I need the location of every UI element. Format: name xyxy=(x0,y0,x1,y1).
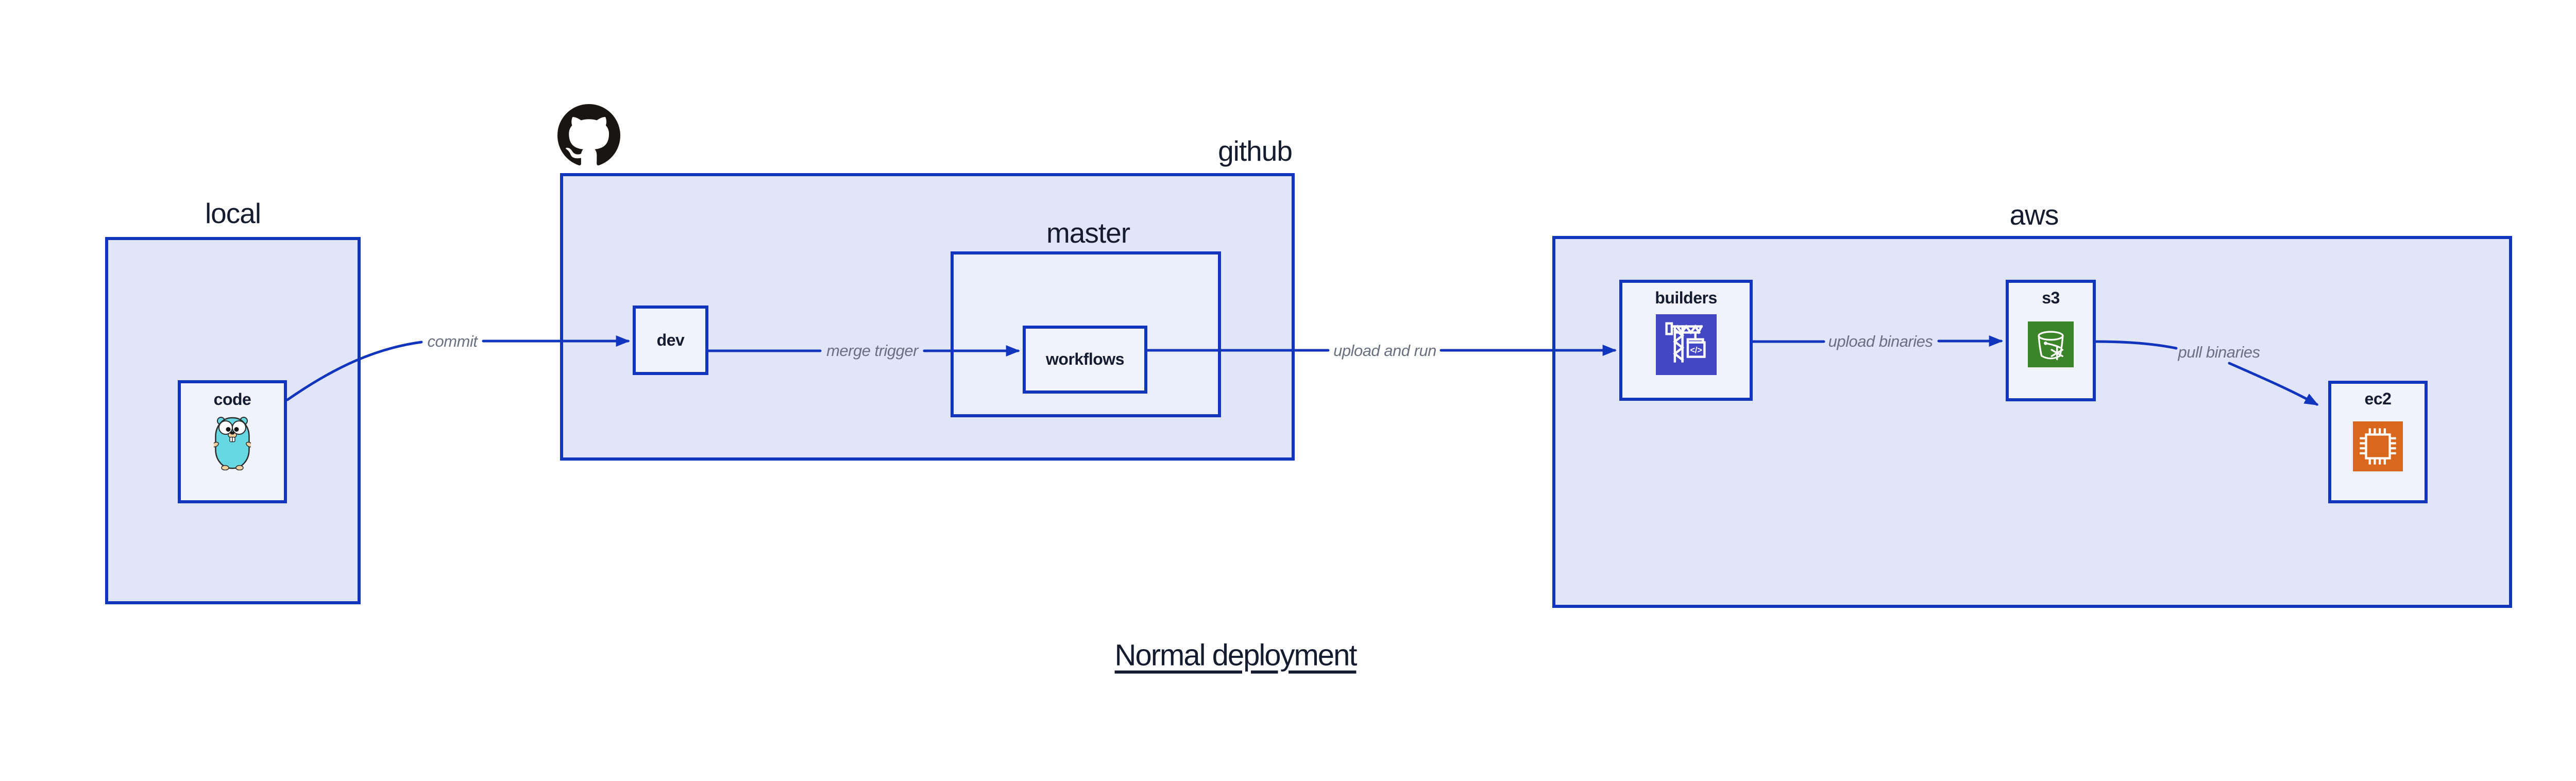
commit-edge-label: commit xyxy=(427,332,478,350)
node-workflows: workflows xyxy=(1023,326,1147,394)
upload-and-run-edge-label: upload and run xyxy=(1333,342,1436,360)
codebuild-crane-icon: </> xyxy=(1655,314,1717,376)
code-glyph: </> xyxy=(1690,346,1702,355)
node-builders: builders </> xyxy=(1619,280,1753,401)
github-logo-icon xyxy=(557,104,620,167)
master-group-label: master xyxy=(1046,217,1130,249)
github-group-label: github xyxy=(1218,135,1293,167)
aws-group-label: aws xyxy=(2009,199,2059,231)
s3-node-label: s3 xyxy=(2042,288,2060,307)
merge-trigger-edge-label: merge trigger xyxy=(826,342,918,360)
code-node-label: code xyxy=(213,390,251,409)
node-code: code xyxy=(178,380,287,503)
s3-bucket-icon xyxy=(2028,321,2074,368)
node-ec2: ec2 xyxy=(2328,381,2428,503)
diagram-title: Normal deployment xyxy=(1114,638,1358,672)
go-gopher-icon xyxy=(214,416,251,471)
ec2-chip-icon xyxy=(2353,421,2403,472)
local-group-label: local xyxy=(205,197,261,229)
upload-binaries-edge-label: upload binaries xyxy=(1828,332,1933,350)
node-dev: dev xyxy=(633,305,708,375)
dev-node-label: dev xyxy=(656,330,685,349)
workflows-node-label: workflows xyxy=(1046,350,1124,369)
builders-node-label: builders xyxy=(1655,288,1717,307)
pull-binaries-edge-label: pull binaries xyxy=(2178,343,2260,361)
ec2-node-label: ec2 xyxy=(2364,389,2392,408)
node-s3: s3 xyxy=(2006,280,2096,401)
